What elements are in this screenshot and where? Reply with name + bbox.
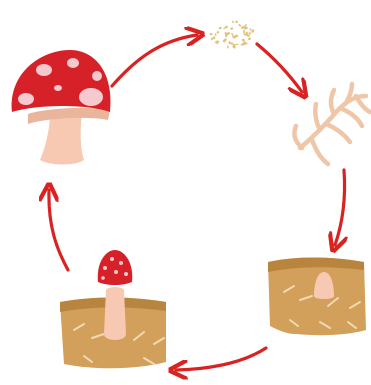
spore (243, 30, 246, 34)
cap-spot (114, 270, 118, 274)
spore (238, 24, 242, 27)
spore (216, 31, 219, 34)
young-mushroom (60, 250, 166, 368)
spore (235, 20, 238, 23)
cap-spot (18, 93, 34, 105)
arrow-mycelium-to-underground (335, 170, 345, 245)
spore (209, 33, 213, 35)
cap-spot (101, 276, 105, 280)
spore (227, 45, 229, 48)
young-mushroom-stem (104, 287, 126, 340)
spore (235, 43, 238, 45)
cap-spot (36, 64, 52, 76)
arrow-mushroom-to-spores (112, 35, 197, 86)
spore (248, 37, 252, 40)
arrow-underground-to-young (176, 348, 266, 370)
cap-spot (119, 261, 123, 265)
cap-spot (92, 71, 102, 81)
spore (214, 33, 216, 36)
cap-spot (103, 266, 107, 270)
cap-spot (124, 272, 128, 276)
spore (230, 27, 234, 30)
spore (232, 20, 234, 23)
cap-spot (67, 58, 79, 68)
cap-spot (54, 85, 62, 91)
cap-spot (79, 88, 103, 106)
arrow-spores-to-mycelium (257, 44, 302, 92)
arrow-young-to-mushroom (49, 190, 68, 270)
spores-cluster (209, 20, 254, 48)
mycelium (294, 84, 370, 164)
mature-mushroom (12, 50, 111, 165)
cap-spot (110, 257, 114, 261)
spore (218, 27, 222, 30)
underground-mycelium (268, 258, 366, 336)
